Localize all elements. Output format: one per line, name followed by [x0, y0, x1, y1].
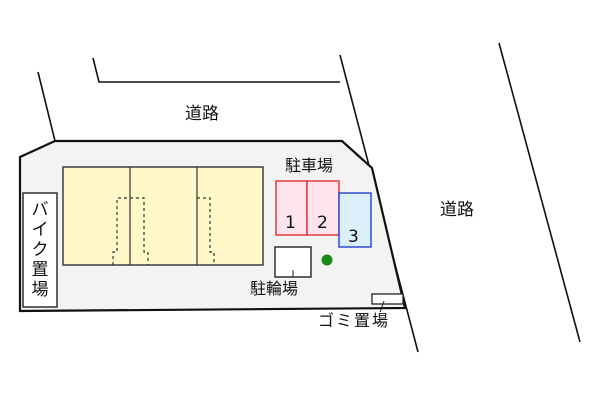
motorcycle-parking-label: バ イ ク 置 場	[23, 193, 57, 307]
motorcycle-label-char: 置	[31, 260, 49, 280]
garbage-label: ゴミ置場	[318, 311, 391, 330]
motorcycle-label-char: イ	[31, 220, 49, 240]
motorcycle-label-char: 場	[31, 280, 49, 300]
building-outline	[62, 166, 264, 266]
parking-label: 駐車場	[285, 156, 334, 175]
parking-space-1-number: 1	[285, 213, 296, 233]
parking-space-3[interactable]	[338, 192, 372, 248]
parking-space-2[interactable]	[306, 180, 340, 236]
road-edge-top	[92, 57, 340, 83]
road-edge-right-outer	[498, 42, 581, 343]
parking-spaces	[275, 180, 372, 248]
garbage-leader-line	[379, 300, 385, 313]
entrance-dashes	[112, 197, 215, 265]
building	[62, 166, 264, 266]
motorcycle-label-char: ク	[31, 240, 49, 260]
motorcycle-parking-box	[22, 192, 58, 308]
bicycle-parking-label: 駐輪場	[250, 279, 299, 298]
road-label-top: 道路	[185, 104, 219, 124]
garbage-box	[371, 293, 404, 305]
tree-icon	[321, 254, 333, 266]
motorcycle-label-char: バ	[31, 200, 49, 220]
parking-space-2-number: 2	[317, 213, 328, 233]
road-label-right: 道路	[440, 200, 474, 220]
road-edge-left	[37, 71, 56, 142]
parking-space-3-number: 3	[348, 227, 359, 247]
